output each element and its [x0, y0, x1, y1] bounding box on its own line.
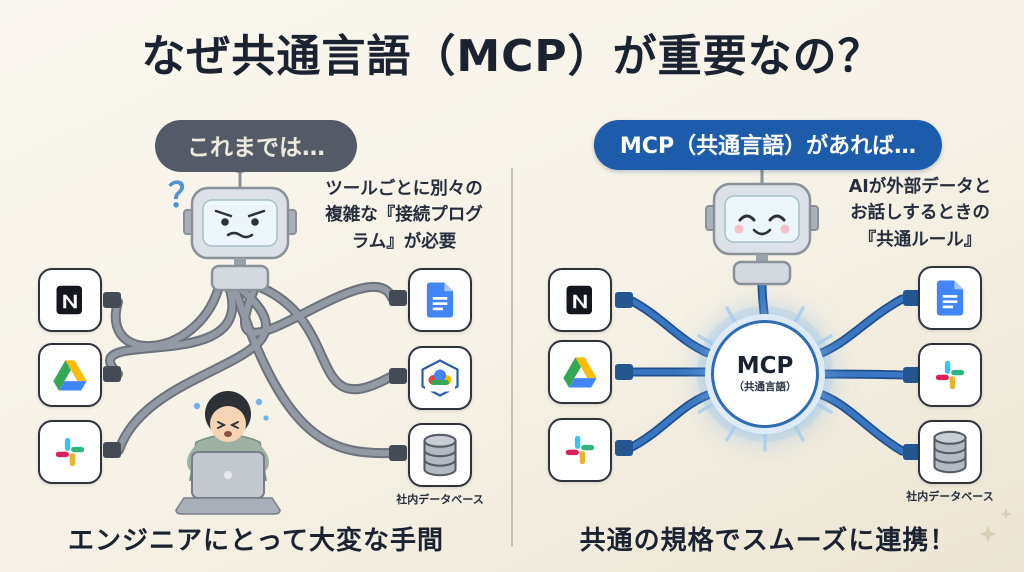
panel-divider: [511, 168, 513, 546]
slack-icon: [55, 437, 85, 467]
before-footer: エンジニアにとって大変な手間: [68, 526, 444, 556]
slack-icon: [565, 435, 595, 465]
robot-confused-icon: [183, 160, 297, 292]
tangled-cables: [105, 281, 397, 459]
mcp-badge: MCP（共通言語）があれば…: [593, 120, 943, 170]
database-label: 社内データベース: [396, 493, 484, 506]
database-icon: [933, 430, 967, 474]
cable-plugs: [103, 290, 407, 461]
mcp-hub-subtitle: （共通言語）: [733, 381, 797, 394]
google-drive-icon: [53, 360, 87, 391]
google-drive-card: [548, 340, 612, 404]
database-label: 社内データベース: [906, 490, 994, 503]
before-annotation: ツールごとに別々の 複雑な『接続プログ ラム』が必要: [325, 179, 483, 252]
mcp-annotation: AIが外部データと お話しするときの 『共通ルール』: [848, 177, 992, 250]
notion-icon: [56, 285, 82, 315]
slack-card: [548, 418, 612, 482]
before-scene: [103, 160, 407, 515]
database-card: [918, 420, 982, 484]
question-mark: ？: [168, 176, 202, 216]
google-cloud-icon: [421, 359, 459, 397]
page-title: なぜ共通言語（MCP）が重要なの？: [141, 31, 883, 82]
notion-icon: [566, 285, 592, 315]
google-drive-icon: [563, 357, 597, 388]
mcp-footer: 共通の規格でスムーズに連携！: [579, 526, 957, 556]
google-docs-icon: [426, 282, 454, 318]
notion-card: [38, 268, 102, 332]
google-docs-card: [408, 268, 472, 332]
notion-card: [548, 268, 612, 332]
slack-card: [38, 420, 102, 484]
sparkle-icon: [979, 508, 1012, 543]
slack-icon: [935, 360, 965, 390]
database-card: [408, 423, 472, 487]
tangled-cables-highlight: [107, 283, 395, 457]
cable-plugs: [615, 290, 921, 460]
google-drive-card: [38, 343, 102, 407]
before-panel: これまでは… ？ ツールごとに別々の 複雑な『接続プログ ラム』が必要: [0, 110, 512, 572]
google-docs-card: [918, 266, 982, 330]
mcp-hub: MCP （共通言語）: [711, 320, 819, 428]
robot-happy-icon: [705, 156, 819, 286]
before-badge: これまでは…: [155, 120, 357, 172]
engineer-icon: [175, 391, 281, 515]
google-docs-icon: [936, 280, 964, 316]
mcp-panel: MCP（共通言語）があれば… AIが外部データと お話しするときの 『共通ルール…: [512, 110, 1024, 572]
database-icon: [423, 433, 457, 477]
google-cloud-card: [408, 346, 472, 410]
mcp-hub-title: MCP: [736, 352, 794, 379]
slack-card: [918, 343, 982, 407]
